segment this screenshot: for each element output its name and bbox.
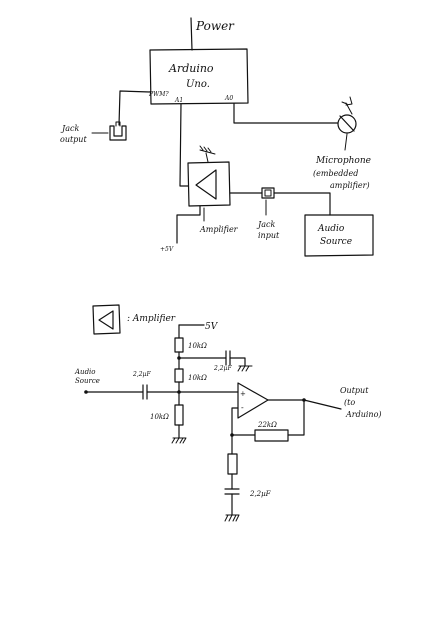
jack-input-label-2: input — [258, 231, 280, 240]
resistor-top — [174, 337, 184, 353]
arduino-box — [149, 48, 249, 105]
microphone-label-3: amplifier) — [330, 181, 370, 190]
a0-wire — [233, 103, 339, 124]
resistor-feedback-label: 22kΩ — [257, 421, 277, 429]
jack-output-icon — [109, 121, 127, 141]
audio-source-input-label-2: Source — [75, 377, 100, 385]
arduino-label-uno: Uno. — [186, 79, 210, 90]
resistor-bottom-label: 10kΩ — [150, 413, 169, 421]
supply-label: +5V — [160, 246, 174, 253]
jack-input-label: Jack — [256, 220, 275, 229]
audio-source-box — [304, 214, 374, 257]
resistor-top-label: 10kΩ — [188, 342, 207, 350]
amplifier-label: Amplifier — [199, 225, 239, 234]
ground-icon-bias — [171, 437, 187, 444]
output-label-3: Arduino) — [345, 410, 382, 419]
capacitor-ground-label: 2,2µF — [249, 490, 272, 498]
opamp-minus-sign: - — [241, 403, 244, 412]
junction-bias — [177, 390, 181, 394]
pin-pwm-label: PWM? — [148, 91, 169, 98]
resistor-bottom — [174, 404, 184, 426]
microphone-icon — [337, 96, 357, 134]
feedback-wire-right — [287, 399, 305, 436]
supply-wire — [176, 205, 201, 244]
resistor-feedback — [254, 429, 289, 442]
block-diagram: Power Arduino Uno. PWM? A1 A0 Jack outpu… — [60, 17, 374, 257]
opamp-triangle — [237, 382, 269, 419]
power-wire — [190, 17, 193, 51]
jack-output-label-2: output — [60, 135, 87, 144]
audio-source-label-2: Source — [320, 237, 352, 247]
microphone-pointer — [344, 133, 348, 151]
audio-source-input-label: Audio — [74, 368, 96, 376]
arduino-label: Arduino — [168, 62, 214, 75]
resistor-mid — [174, 368, 184, 383]
capacitor-ground — [224, 488, 240, 495]
microphone-label: Microphone — [315, 156, 371, 166]
decouple-ground-wire — [229, 357, 246, 367]
power-label: Power — [195, 19, 235, 33]
capacitor-decouple-label: 2,2µF — [213, 365, 232, 372]
pwm-wire — [118, 90, 151, 126]
audio-source-label: Audio — [317, 224, 345, 234]
opamp-plus-sign: + — [240, 390, 246, 398]
amplifier-ground-icon — [199, 145, 216, 163]
output-label: Output — [340, 386, 369, 395]
legend-box — [92, 304, 121, 335]
ground-icon-gain — [224, 514, 240, 522]
feedback-wire-left — [231, 407, 256, 436]
capacitor-input-label: 2,2µF — [132, 371, 151, 378]
pin-a1-label: A1 — [174, 97, 183, 104]
a1-wire — [179, 103, 189, 187]
schematic: : Amplifier 5V 10kΩ 2,2µF 10kΩ Audio Sou… — [74, 304, 382, 522]
output-label-2: (to — [344, 398, 355, 407]
pin-a0-label: A0 — [224, 95, 233, 102]
microphone-label-2: (embedded — [313, 169, 358, 178]
jack-input-icon — [261, 187, 331, 216]
amplifier-box — [187, 161, 231, 207]
amplifier-triangle-icon — [195, 169, 217, 200]
resistor-gain — [227, 453, 238, 475]
legend-label: : Amplifier — [127, 314, 176, 324]
legend-triangle-icon — [98, 310, 114, 330]
resistor-mid-label: 10kΩ — [188, 374, 207, 382]
supply-5v-label: 5V — [205, 322, 219, 332]
jack-output-label: Jack — [60, 124, 79, 133]
ground-icon-decouple — [237, 365, 253, 372]
